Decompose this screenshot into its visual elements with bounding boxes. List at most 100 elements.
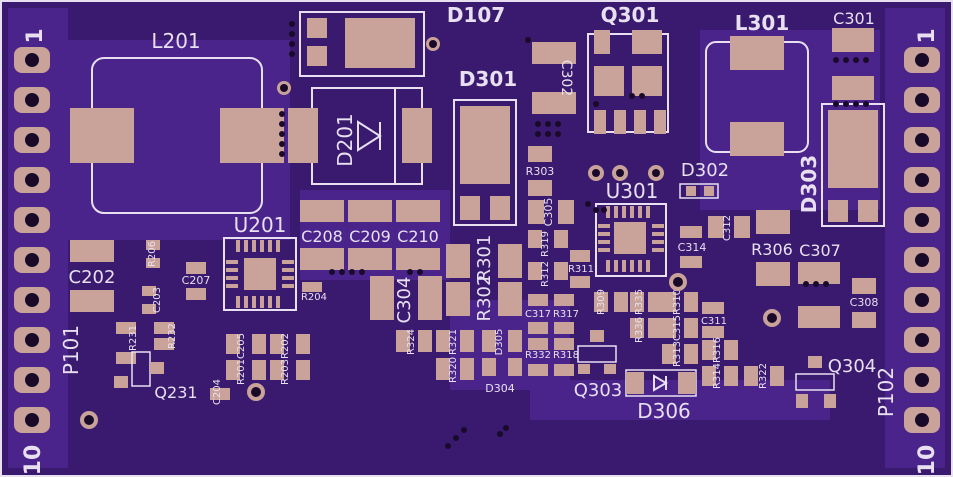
resistor-r301: R301 bbox=[446, 235, 522, 282]
r310-label: R310 bbox=[672, 289, 683, 315]
r317-label: R317 bbox=[553, 309, 579, 320]
resistor-r311: R311 bbox=[568, 250, 594, 288]
r232-label: R232 bbox=[167, 323, 178, 349]
c317-label: C317 bbox=[525, 309, 551, 320]
resistor-r232: R232 bbox=[154, 322, 178, 350]
d302-label: D302 bbox=[681, 160, 729, 181]
capacitor-c305: C305 bbox=[528, 198, 574, 226]
resistor-r203: R203 bbox=[270, 359, 310, 385]
resistor-r332: R332 bbox=[525, 338, 551, 376]
c204-label: C204 bbox=[212, 379, 223, 405]
capacitor-c317: C317 bbox=[525, 294, 551, 334]
inductor-l201: L201 bbox=[70, 29, 284, 214]
capacitor-c205: C205 bbox=[226, 333, 266, 359]
c314-label: C314 bbox=[678, 241, 707, 254]
l201-label: L201 bbox=[151, 29, 200, 53]
d305-label: D305 bbox=[494, 329, 505, 356]
r335-label: R335 bbox=[634, 289, 645, 315]
q301-label: Q301 bbox=[601, 3, 660, 27]
p101-pin1-label: 1 bbox=[23, 28, 48, 43]
p102-pin1-label: 1 bbox=[915, 28, 940, 43]
resistor-r316: R316 bbox=[702, 337, 738, 363]
resistor-r302: R302 bbox=[446, 275, 522, 322]
diode-d301: D301 bbox=[453, 67, 517, 226]
resistor-r313: R313 bbox=[662, 341, 698, 367]
c207-label: C207 bbox=[182, 274, 211, 287]
c208-label: C208 bbox=[301, 227, 343, 246]
c312-label: C312 bbox=[722, 215, 733, 241]
c308-label: C308 bbox=[850, 296, 879, 309]
capacitor-c311: C311 bbox=[701, 302, 727, 338]
resistor-r319: R319 bbox=[528, 230, 568, 257]
r204-label: R204 bbox=[301, 292, 327, 303]
resistor-r317: R317 bbox=[553, 294, 579, 334]
capacitor-c202: C202 bbox=[69, 240, 116, 312]
r318-label: R318 bbox=[553, 350, 579, 361]
c315-label: C315 bbox=[672, 315, 683, 341]
r309-label: R309 bbox=[596, 289, 607, 315]
d201-label: D201 bbox=[333, 113, 357, 167]
resistor-r201: R201 bbox=[226, 359, 266, 385]
resistor-r303: R303 bbox=[526, 146, 555, 196]
resistor-r314: R314 bbox=[702, 363, 738, 389]
q231-label: Q231 bbox=[154, 383, 197, 402]
u201-label: U201 bbox=[234, 213, 287, 237]
c202-label: C202 bbox=[69, 267, 116, 288]
capacitor-c304: C304 bbox=[370, 276, 442, 323]
r324-label: R324 bbox=[406, 329, 417, 355]
c302-label: C302 bbox=[558, 60, 574, 97]
capacitor-c204: C204 bbox=[210, 379, 230, 405]
r301-label: R301 bbox=[474, 235, 495, 282]
q303-label: Q303 bbox=[574, 380, 623, 401]
transistor-q301: Q301 bbox=[587, 3, 669, 134]
diode-d107: D107 bbox=[299, 3, 505, 77]
transistor-q231: Q231 bbox=[114, 351, 198, 402]
resistor-r335: R335 bbox=[630, 289, 662, 315]
diode-d304: D304 bbox=[482, 358, 522, 395]
capacitor-c203: C203 bbox=[142, 286, 163, 314]
resistor-r312: R312 bbox=[528, 261, 568, 287]
c311-label: C311 bbox=[701, 316, 727, 327]
resistor-r306: R306 bbox=[751, 210, 793, 286]
resistor-r310: R310 bbox=[662, 289, 698, 315]
r231-label: R231 bbox=[128, 325, 139, 351]
resistor-r309: R309 bbox=[594, 289, 628, 315]
r313-label: R313 bbox=[672, 341, 683, 367]
resistor-r322: R322 bbox=[744, 363, 784, 389]
capacitor-c302: C302 bbox=[532, 42, 576, 114]
resistor-r231: R231 bbox=[116, 322, 139, 364]
r319-label: R319 bbox=[540, 231, 551, 257]
ic-u201: U201 bbox=[223, 213, 297, 311]
r203-label: R203 bbox=[280, 359, 291, 385]
p101-refdes: P101 bbox=[59, 325, 83, 375]
diode-d306: D306 bbox=[625, 369, 697, 423]
r320-label: R320 bbox=[448, 357, 459, 383]
p102-refdes: P102 bbox=[874, 367, 898, 417]
r306-label: R306 bbox=[751, 240, 793, 259]
capacitor-c301: C301 bbox=[832, 9, 875, 100]
c210-label: C210 bbox=[397, 227, 439, 246]
resistor-r204: R204 bbox=[301, 282, 327, 303]
resistor-r320: R320 bbox=[436, 357, 474, 383]
r336-label: R336 bbox=[634, 317, 645, 343]
c209-label: C209 bbox=[349, 227, 391, 246]
r201-label: R201 bbox=[236, 359, 247, 385]
q304-label: Q304 bbox=[828, 356, 877, 377]
resistor-r202: R202 bbox=[270, 333, 310, 359]
test-points bbox=[80, 273, 781, 429]
vias bbox=[279, 21, 869, 449]
r303-label: R303 bbox=[526, 165, 555, 178]
diode-d305: D305 bbox=[482, 329, 522, 356]
c307-label: C307 bbox=[799, 241, 841, 260]
d107-label: D107 bbox=[447, 3, 505, 27]
r202-label: R202 bbox=[280, 333, 291, 359]
resistor-r206: R206 bbox=[146, 240, 160, 268]
d306-label: D306 bbox=[637, 399, 691, 423]
d303-label: D303 bbox=[797, 155, 821, 213]
r332-label: R332 bbox=[525, 350, 551, 361]
ic-u301: U301 bbox=[588, 165, 667, 277]
r302-label: R302 bbox=[474, 275, 495, 322]
transistor-q303: Q303 bbox=[574, 330, 623, 401]
